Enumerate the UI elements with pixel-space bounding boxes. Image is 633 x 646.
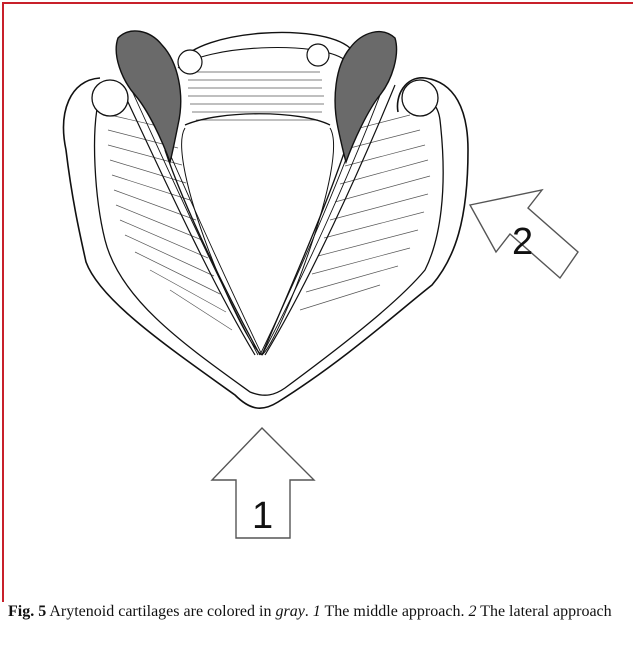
caption-text-a: Arytenoid cartilages are colored in bbox=[46, 603, 275, 620]
figure-caption: Fig. 5 Arytenoid cartilages are colored … bbox=[8, 602, 626, 622]
right-muscle-hatching bbox=[300, 115, 430, 310]
arrow-1-label: 1 bbox=[252, 495, 273, 537]
right-arytenoid-cartilage bbox=[335, 32, 396, 162]
right-cartilage-knob bbox=[402, 80, 438, 116]
outer-cartilage-outline bbox=[64, 78, 468, 408]
left-vocal-fold bbox=[120, 85, 255, 355]
arrow-2-label: 2 bbox=[512, 221, 533, 263]
right-corniculate bbox=[307, 44, 329, 66]
interarytenoid-hatching bbox=[188, 72, 324, 120]
caption-text-c: The middle approach. bbox=[321, 603, 469, 620]
lateral-approach-arrow: 2 bbox=[470, 190, 578, 278]
left-corniculate bbox=[178, 50, 202, 74]
left-cartilage-knob bbox=[92, 80, 128, 116]
larynx-illustration: 1 2 bbox=[0, 0, 633, 590]
caption-text-d: The lateral approach bbox=[476, 603, 611, 620]
middle-approach-arrow: 1 bbox=[212, 428, 314, 538]
figure-label: Fig. 5 bbox=[8, 603, 46, 620]
caption-number-1: 1 bbox=[313, 603, 321, 620]
caption-text-b: . bbox=[305, 603, 313, 620]
caption-gray-word: gray bbox=[275, 603, 304, 620]
